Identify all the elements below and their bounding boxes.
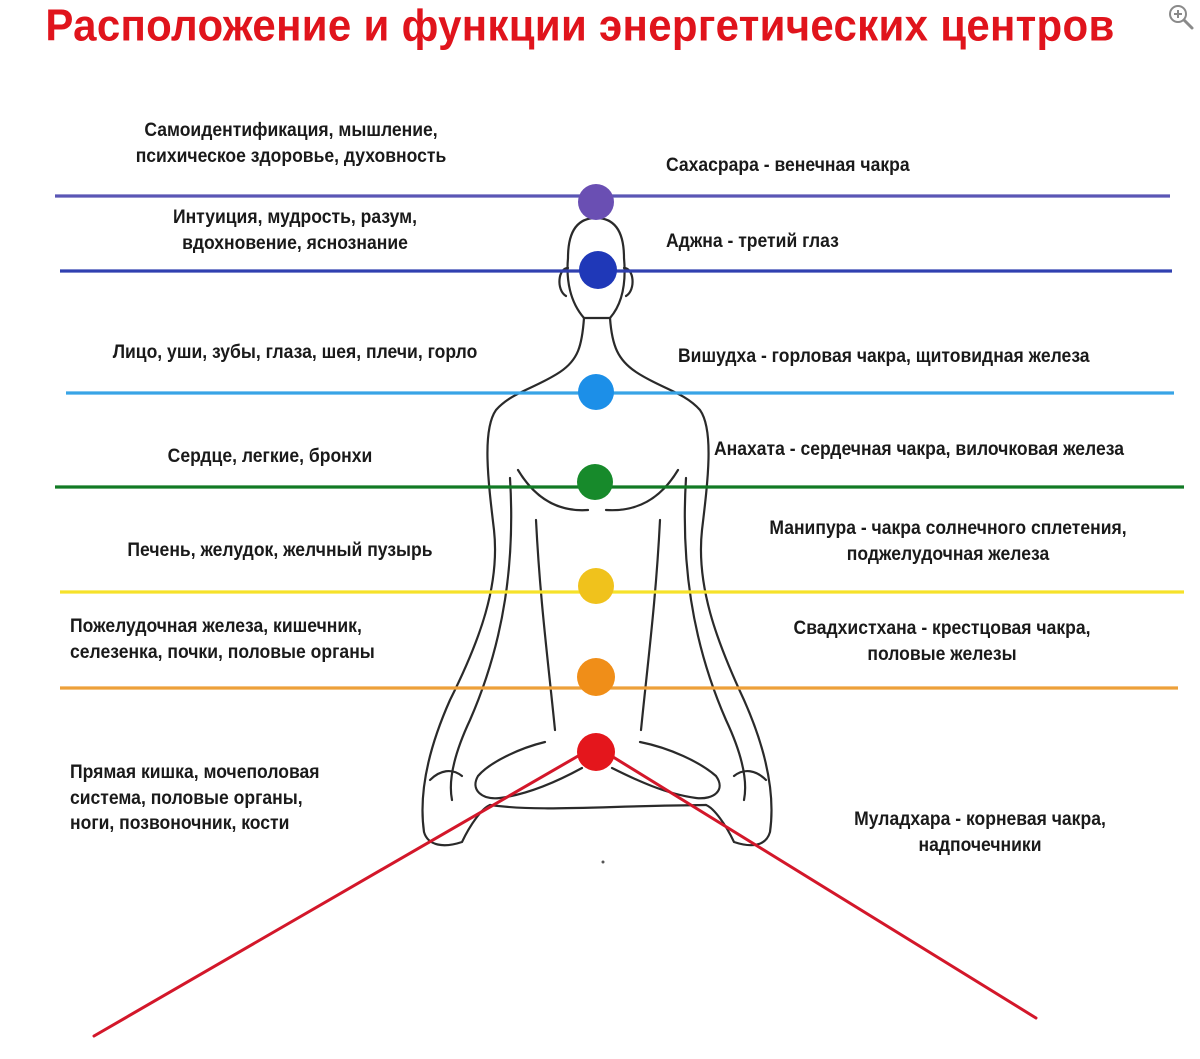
right-knee: [732, 770, 768, 782]
function-label-sahasrara: Самоидентификация, мышление,психическое …: [135, 119, 447, 167]
left-inner-arm: [449, 476, 513, 802]
chakra-name-vishuddha: Вишудха - горловая чакра, щитовидная жел…: [678, 345, 1090, 367]
left-ear: [558, 266, 570, 298]
function-label-ajna: Интуиция, мудрость, разум,вдохновение, я…: [172, 206, 418, 254]
chakra-name-sahasrara: Сахасрара - венечная чакра: [666, 154, 910, 176]
function-label-anahata: Сердце, легкие, бронхи: [167, 445, 373, 467]
function-label-manipura: Печень, желудок, желчный пузырь: [127, 539, 433, 561]
chakra-circle-vishuddha: [578, 374, 614, 410]
function-label-vishuddha: Лицо, уши, зубы, глаза, шея, плечи, горл…: [112, 341, 478, 363]
torso-outline-right: [608, 316, 773, 847]
chakra-circle-manipura: [578, 568, 614, 604]
right-waist: [639, 518, 662, 732]
chakra-name-svadhisthana: Свадхистхана - крестцовая чакра,половые …: [793, 617, 1091, 665]
chakra-name-ajna: Аджна - третий глаз: [666, 230, 839, 252]
chakra-name-anahata: Анахата - сердечная чакра, вилочковая же…: [714, 438, 1124, 460]
right-ear: [622, 266, 634, 298]
decor-dot: [601, 860, 605, 864]
root-line-left: [92, 750, 587, 1038]
chakra-circle-ajna: [579, 251, 617, 289]
chakra-circle-svadhisthana: [577, 658, 615, 696]
chakra-circles: [577, 184, 617, 771]
left-chest: [516, 468, 590, 512]
head-outline: [566, 216, 626, 320]
body-outline: [421, 216, 773, 847]
chakra-circle-sahasrara: [578, 184, 614, 220]
torso-outline: [421, 316, 586, 847]
root-line-right: [603, 750, 1038, 1020]
lap-outline-right: [610, 740, 721, 800]
chakra-name-manipura: Манипура - чакра солнечного сплетения,по…: [769, 517, 1127, 565]
function-label-svadhisthana: Пожелудочная железа, кишечник,селезенка,…: [70, 615, 375, 663]
lap-outline: [474, 740, 584, 800]
right-chest: [604, 468, 680, 512]
page-title: Расположение и функции энергетических це…: [45, 0, 1115, 51]
chakra-circle-muladhara: [577, 733, 615, 771]
magnifier-icon[interactable]: [1166, 2, 1196, 32]
root-lines: [92, 750, 1038, 1038]
right-inner-arm: [683, 476, 747, 802]
chakra-circle-anahata: [577, 464, 613, 500]
left-waist: [534, 518, 557, 732]
chakra-name-muladhara: Муладхара - корневая чакра,надпочечники: [854, 808, 1106, 856]
feet: [488, 803, 708, 810]
left-knee: [428, 770, 464, 782]
